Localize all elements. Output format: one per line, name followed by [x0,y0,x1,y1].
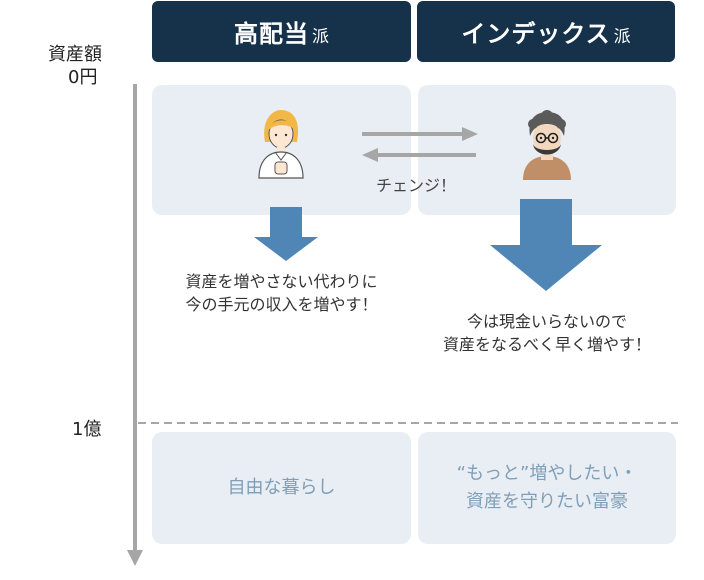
card-index-goal: “もっと”増やしたい・ 資産を守りたい富豪 [418,432,676,544]
axis-mid-label: 1億 [72,419,102,440]
header-index-suffix: 派 [613,27,631,47]
woman-avatar-icon [258,110,304,179]
change-label: チェンジ！ [376,176,457,195]
index-goal-line-2: 資産を守りたい富豪 [466,491,628,512]
header-high-dividend: 高配当 派 [152,1,411,62]
index-caption-line-1: 今は現金いらないので [466,312,627,331]
header-high-dividend-suffix: 派 [312,27,329,47]
index-goal-line-1: “もっと”増やしたい・ [456,463,638,484]
high-dividend-down-arrow [254,207,318,261]
high-dividend-goal-text: 自由な暮らし [227,477,336,498]
threshold-dashed-line [138,422,678,424]
index-down-arrow [490,199,602,291]
high-dividend-caption: 資産を増やさない代わりに 今の手元の収入を増やす！ [152,270,411,316]
header-index-main: インデックス [461,20,611,48]
header-index: インデックス 派 [417,1,675,62]
card-high-dividend-goal: 自由な暮らし [152,432,411,544]
high-dividend-caption-line-1: 資産を増やさない代わりに [185,272,378,291]
asset-axis-arrow [127,84,143,566]
index-caption: 今は現金いらないので 資産をなるべく早く増やす！ [410,310,684,356]
index-caption-line-2: 資産をなるべく早く増やす！ [442,335,651,354]
man-avatar-icon [523,110,571,180]
axis-title: 資産額 [48,44,102,65]
axis-start-label: 0円 [68,67,98,88]
header-high-dividend-main: 高配当 [234,20,309,48]
high-dividend-caption-line-2: 今の手元の収入を増やす！ [185,295,378,314]
exchange-arrows-icon [362,127,478,162]
